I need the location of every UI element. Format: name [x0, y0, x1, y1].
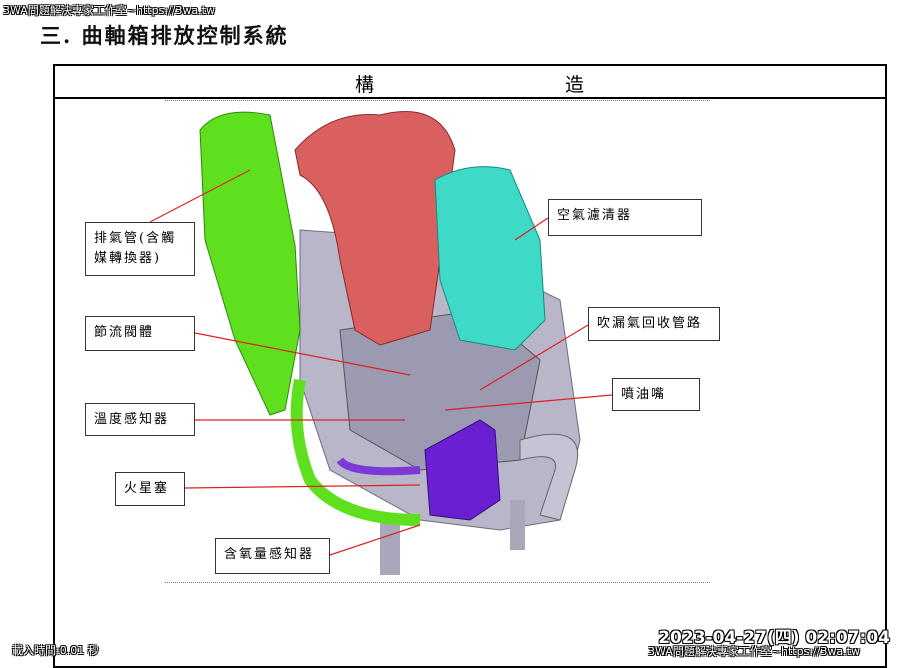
label-o2-sensor: 含氧量感知器 — [215, 538, 330, 574]
exhaust-pipe — [290, 378, 421, 526]
air-filter-housing — [434, 166, 546, 351]
load-time: 載入時間:0.01 秒 — [12, 644, 99, 657]
header-right: 造 — [565, 74, 585, 96]
watermark-bottom: 3WA問題解決專家工作室~https://3wa.tw — [648, 645, 860, 658]
label-temp-sensor: 溫度感知器 — [85, 403, 195, 436]
label-throttle-body: 節流閥體 — [85, 316, 195, 351]
table-header: 構 造 — [55, 66, 885, 99]
purple-hose — [336, 457, 421, 476]
leader-lines — [149, 169, 613, 556]
page-title: 三. 曲軸箱排放控制系統 — [40, 23, 289, 48]
watermark-top: 3WA問題解決專家工作室~https://3wa.tw — [3, 4, 215, 17]
label-blowby-pipe: 吹漏氣回收管路 — [588, 307, 720, 341]
timestamp: 2023-04-27(四) 02:07:04 — [658, 628, 890, 648]
divider-bottom — [165, 582, 710, 583]
label-air-filter: 空氣濾清器 — [548, 199, 702, 236]
header-left: 構 — [355, 74, 375, 96]
label-injector: 噴油嘴 — [612, 378, 700, 411]
label-spark-plug: 火星塞 — [115, 472, 185, 506]
divider-top — [165, 100, 710, 101]
exhaust-muffler — [199, 111, 301, 416]
intake-duct — [294, 111, 456, 346]
valve-cover — [424, 419, 501, 521]
label-exhaust-pipe: 排氣管(含觸媒轉換器) — [85, 222, 195, 276]
